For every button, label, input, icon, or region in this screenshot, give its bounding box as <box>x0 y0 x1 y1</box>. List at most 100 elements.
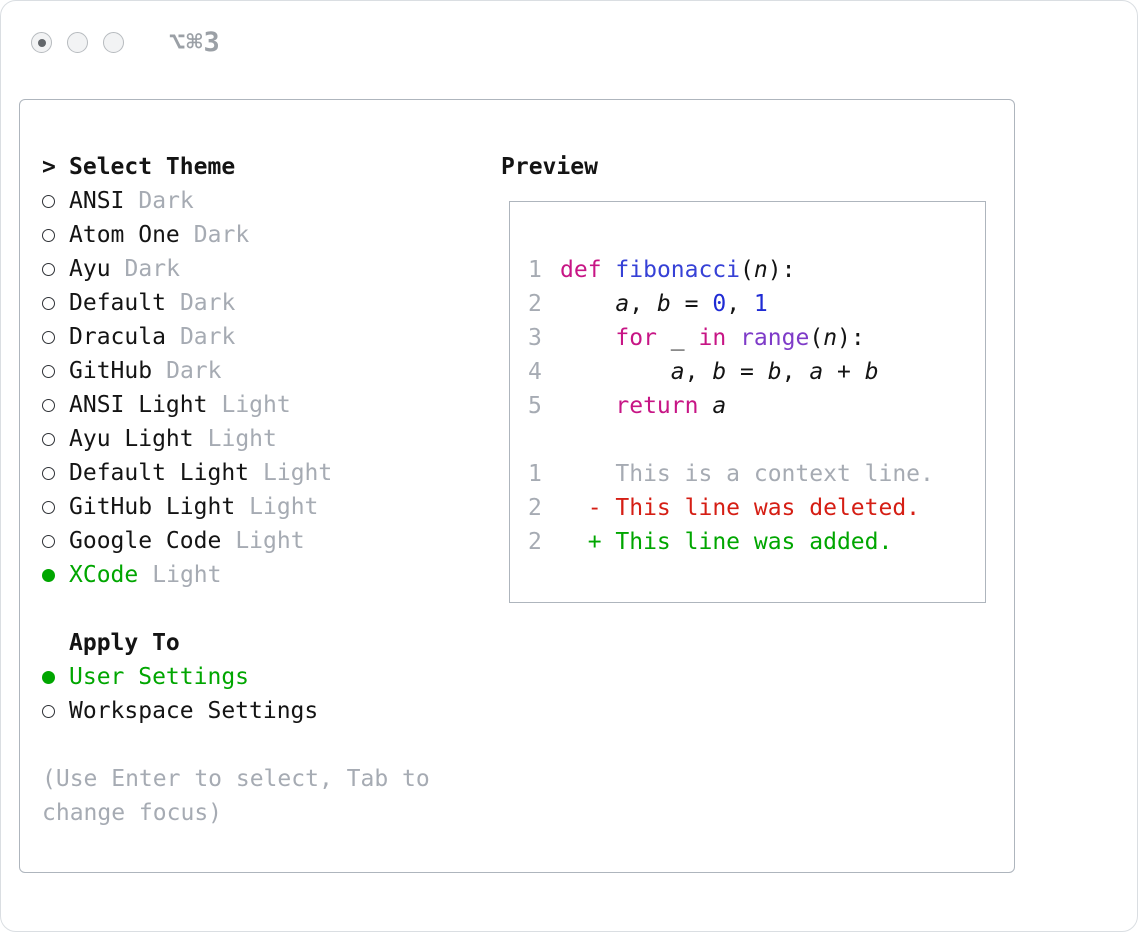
radio-selected-icon <box>42 568 55 582</box>
theme-name: Ayu Light <box>69 426 194 452</box>
theme-option-google-code-light[interactable]: Google Code Light <box>42 524 430 558</box>
theme-option-dracula-dark[interactable]: Dracula Dark <box>42 320 430 354</box>
code-token: b <box>864 359 879 385</box>
radio-icon <box>42 262 55 276</box>
radio-icon <box>42 704 55 718</box>
radio-icon <box>42 330 55 344</box>
preview-title: Preview <box>501 154 598 180</box>
window-control-close-icon[interactable] <box>31 32 52 53</box>
theme-option-ayu-dark[interactable]: Ayu Dark <box>42 252 430 286</box>
code-token: = <box>670 291 713 317</box>
code-token: , <box>726 291 754 317</box>
apply-to-section: Apply To User Settings Workspace Setting… <box>42 626 430 728</box>
theme-option-default-dark[interactable]: Default Dark <box>42 286 430 320</box>
radio-icon <box>42 228 55 242</box>
code-line: 4 a, b = b, a + b <box>528 355 985 389</box>
code-token: b <box>656 291 671 317</box>
code-token: b <box>712 359 727 385</box>
code-token: _ <box>670 325 685 351</box>
apply-option-label: Workspace Settings <box>69 698 319 724</box>
code-token <box>698 393 712 419</box>
theme-name: Default Light <box>69 460 250 486</box>
select-theme-title: Select Theme <box>69 154 236 180</box>
theme-variant: Dark <box>193 222 250 248</box>
code-token: range <box>740 325 810 351</box>
line-number: 1 <box>528 257 542 283</box>
theme-variant: Dark <box>138 188 194 214</box>
code-token: for <box>615 325 657 351</box>
theme-option-github-dark[interactable]: GitHub Dark <box>42 354 430 388</box>
theme-option-ansi-dark[interactable]: ANSI Dark <box>42 184 430 218</box>
diff-context-text: This is a context line. <box>560 461 934 487</box>
theme-name: Ayu <box>69 256 111 282</box>
code-line-blank <box>528 423 985 457</box>
line-number: 4 <box>528 359 542 385</box>
theme-list-panel: > Select Theme ANSI Dark Atom One Dark A… <box>42 150 430 830</box>
window-control-minimize-icon[interactable] <box>67 32 88 53</box>
radio-icon <box>42 466 55 480</box>
theme-variant: Dark <box>166 358 222 384</box>
apply-option-user-settings[interactable]: User Settings <box>42 660 430 694</box>
diff-line-added: 2 + This line was added. <box>528 525 985 559</box>
theme-variant: Light <box>263 460 333 486</box>
code-line: 2 a, b = 0, 1 <box>528 287 985 321</box>
code-line: 1 def fibonacci(n): <box>528 253 985 287</box>
keyboard-shortcut-label: ⌥⌘3 <box>169 27 221 58</box>
code-content: def fibonacci(n): <box>560 253 795 287</box>
theme-name: Google Code <box>69 528 222 554</box>
apply-option-workspace-settings[interactable]: Workspace Settings <box>42 694 430 728</box>
theme-option-default-light[interactable]: Default Light Light <box>42 456 430 490</box>
theme-option-xcode-light[interactable]: XCode Light <box>42 558 430 592</box>
theme-option-github-light[interactable]: GitHub Light Light <box>42 490 430 524</box>
theme-option-ayu-light[interactable]: Ayu Light Light <box>42 422 430 456</box>
line-number: 5 <box>528 393 542 419</box>
code-token: ): <box>767 257 796 283</box>
diff-added-text: + This line was added. <box>560 529 893 555</box>
radio-icon <box>42 194 55 208</box>
code-token: 0 <box>712 291 727 317</box>
code-token: , <box>629 291 657 317</box>
code-content: This is a context line. <box>560 457 934 491</box>
code-content: for _ in range(n): <box>560 321 864 355</box>
theme-name: ANSI <box>69 188 125 214</box>
code-token <box>657 325 671 351</box>
code-content: a, b = 0, 1 <box>560 287 767 321</box>
line-number: 3 <box>528 325 542 351</box>
code-content: a, b = b, a + b <box>560 355 879 389</box>
theme-dialog: > Select Theme ANSI Dark Atom One Dark A… <box>19 99 1015 873</box>
theme-option-atom-one-dark[interactable]: Atom One Dark <box>42 218 430 252</box>
window-titlebar: ⌥⌘3 <box>31 27 221 58</box>
diff-deleted-text: - This line was deleted. <box>560 495 921 521</box>
code-token: n <box>823 325 838 351</box>
radio-icon <box>42 296 55 310</box>
code-token: a <box>670 359 685 385</box>
theme-variant: Light <box>249 494 319 520</box>
radio-selected-icon <box>42 670 55 684</box>
theme-option-ansi-light[interactable]: ANSI Light Light <box>42 388 430 422</box>
theme-variant: Light <box>152 562 222 588</box>
theme-name: Default <box>69 290 166 316</box>
code-token <box>602 257 616 283</box>
radio-icon <box>42 432 55 446</box>
code-token: in <box>698 325 727 351</box>
diff-line-deleted: 2 - This line was deleted. <box>528 491 985 525</box>
code-token: , <box>684 359 713 385</box>
code-token: , <box>781 359 810 385</box>
usage-hint-line: (Use Enter to select, Tab to <box>42 766 430 792</box>
code-token: a <box>615 291 630 317</box>
theme-variant: Light <box>207 426 277 452</box>
line-number: 1 <box>528 461 542 487</box>
theme-variant: Light <box>221 392 291 418</box>
apply-option-label: User Settings <box>69 664 250 690</box>
theme-variant: Dark <box>179 290 236 316</box>
usage-hint-line: change focus) <box>42 800 223 826</box>
theme-name: XCode <box>69 562 139 588</box>
code-token <box>560 393 615 419</box>
window-control-zoom-icon[interactable] <box>103 32 124 53</box>
code-token: fibonacci <box>615 257 741 283</box>
theme-name: Dracula <box>69 324 166 350</box>
code-content: - This line was deleted. <box>560 491 920 525</box>
code-token: return <box>615 393 699 419</box>
theme-name: GitHub <box>69 358 153 384</box>
